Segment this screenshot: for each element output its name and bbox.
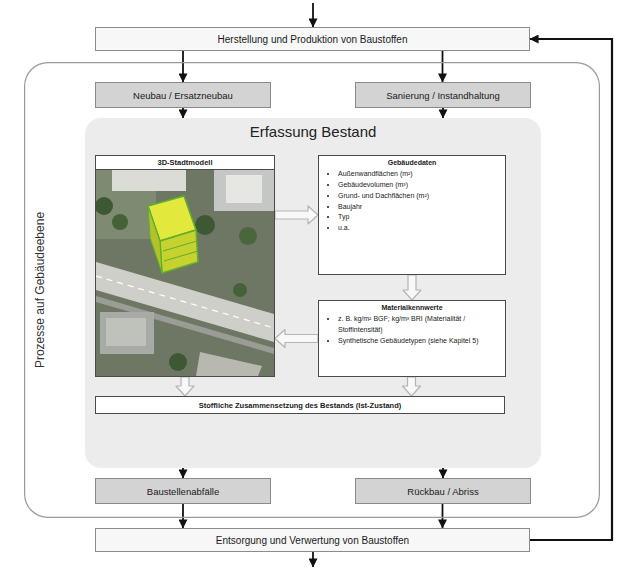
list-item: Außenwandflächen (m²) [338,169,498,180]
flow-arrow [442,468,444,478]
aerial-tree [195,215,215,235]
region-panel: Erfassung Bestand 3D-Stadtmodell Gebäudeda… [85,118,541,468]
flow-arrow-hollow [275,330,318,348]
box-label: Neubau / Ersatzneubau [101,90,265,101]
process-box: Herstellung und Produktion von Baustoffe… [95,27,530,51]
aerial-building [112,169,186,191]
region-fills [85,118,541,468]
aerial-sidewalk [96,296,274,354]
box-heading: Gebäudedaten [326,159,498,166]
panel-header: 3D-Stadtmodell [96,156,274,170]
building-floor-line [164,251,198,261]
aerial-tree [169,353,187,371]
region-fill [85,118,541,468]
aerial-building [196,352,262,376]
aerial-building [100,312,154,354]
box-label: Baustellenabfälle [101,486,265,497]
list-item: Baujahr [338,202,498,213]
aerial-roof [226,175,262,203]
aerial-roof [106,318,146,346]
flow-arrow-hollow [403,377,421,396]
image-panel: 3D-Stadtmodell [95,155,275,377]
process-frame: Prozesse auf Gebäudeebene Neubau / Ersatz… [24,62,600,518]
process-box: Sanierung / Instandhaltung [355,82,531,108]
flow-arrow-hollow [275,206,318,224]
aerial-building [214,169,274,211]
data-box: GebäudedatenAußenwandflächen (m²)Gebäude… [318,155,506,275]
flow-arrow [442,504,444,528]
list-item: Grund- und Dachflächen (m²) [338,191,498,202]
data-box: Materialkennwerte z. B. kg/m² BGF; kg/m³ … [318,300,506,377]
list-item: Typ [338,212,498,223]
process-box: Rückbau / Abriss [355,478,531,504]
building-floor-line [163,241,197,251]
result-box: Stoffliche Zusammensetzung des Bestands … [95,396,505,414]
output-arrow [312,552,314,567]
list-item: u.a. [338,223,498,234]
box-label: Stoffliche Zusammensetzung des Bestands … [101,401,499,410]
connectors [176,39,612,540]
box-heading: Materialkennwerte [326,304,498,311]
input-arrow [312,3,314,27]
flow-arrow [182,108,184,118]
list-item: z. B. kg/m² BGF; kg/m³ BRI (Materialität… [338,314,498,336]
city-model-illustration [96,169,274,376]
flow-arrow [442,108,444,118]
flow-arrow [182,504,184,528]
flow-arrow-hollow [176,377,194,396]
feedback-arrow [530,39,612,540]
aerial-ground [96,169,274,376]
aerial-tree [239,227,257,245]
process-box: Neubau / Ersatzneubau [95,82,271,108]
region-title: Erfassung Bestand [85,123,541,140]
flow-arrow [182,51,184,82]
frame-label: Prozesse auf Gebäudeebene [33,212,47,368]
box-label: Entsorgung und Verwertung von Baustoffen [101,535,524,546]
list-item: Synthetische Gebäudetypen (siehe Kapitel… [338,336,498,347]
process-box: Entsorgung und Verwertung von Baustoffen [95,528,530,552]
flow-arrow-hollow [403,275,421,300]
flow-arrow [182,468,184,478]
flow-arrow [442,51,444,82]
box-label: Sanierung / Instandhaltung [361,90,525,101]
list-item: Gebäudevolumen (m³) [338,180,498,191]
highlighted-building [148,206,162,273]
box-label: Herstellung und Produktion von Baustoffe… [101,34,524,45]
aerial-tree [112,214,128,230]
aerial-tree [96,197,113,215]
box-label: Rückbau / Abriss [361,486,525,497]
highlighted-building [160,230,198,273]
aerial-tree [233,283,247,297]
process-box: Baustellenabfälle [95,478,271,504]
